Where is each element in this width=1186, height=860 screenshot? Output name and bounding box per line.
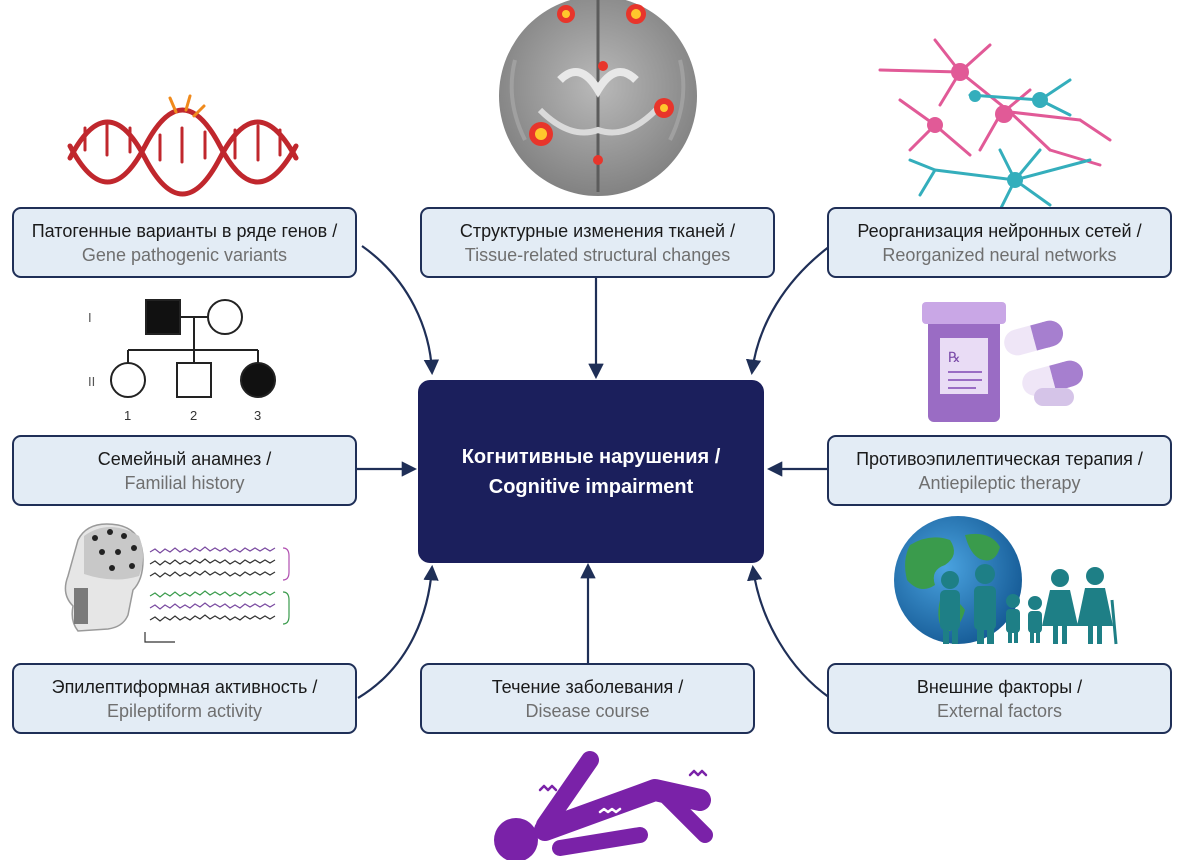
factor-therapy-ru: Противоэпилептическая терапия / [856,448,1143,469]
factor-family-en: Familial history [124,472,245,493]
medication-icon: ℞ [922,302,1084,422]
factor-tissue-ru: Структурные изменения тканей / [459,220,736,241]
factor-course-ru: Течение заболевания / [491,676,684,697]
pedigree-chart [110,299,276,398]
factor-family-ru: Семейный анамнез / [97,448,272,469]
factor-therapy-en: Antiepileptic therapy [918,472,1081,493]
factor-networks-ru: Реорганизация нейронных сетей / [857,220,1142,241]
svg-text:℞: ℞ [948,350,961,366]
pedigree-generation-1: I [88,310,92,325]
arrow-external [747,564,831,699]
factor-external-en: External factors [936,700,1063,721]
brain-scan-icon [499,0,697,196]
factor-eeg-ru: Эпилептиформная активность / [51,676,318,697]
pedigree-individual-1: 1 [124,408,131,423]
factor-course-en: Disease course [525,700,650,721]
factor-tissue: Структурные изменения тканей / Tissue-re… [420,207,775,278]
factor-external: Внешние факторы / External factors [827,663,1172,734]
patient-seizure-icon [494,751,713,860]
center-title-en: Cognitive impairment [488,475,694,498]
factor-course: Течение заболевания / Disease course [420,663,755,734]
center-node-cognitive-impairment: Когнитивные нарушения / Cognitive impair… [418,380,764,563]
pedigree-generation-2: II [88,374,95,389]
factor-genes-ru: Патогенные варианты в ряде генов / [31,220,338,241]
pedigree-individual-2: 2 [190,408,197,423]
factor-networks-en: Reorganized neural networks [882,244,1117,265]
factor-networks: Реорганизация нейронных сетей / Reorgani… [827,207,1172,278]
factor-genes-en: Gene pathogenic variants [81,244,288,265]
factor-external-ru: Внешние факторы / [916,676,1083,697]
factor-therapy: Противоэпилептическая терапия / Antiepil… [827,435,1172,506]
pedigree-individual-3: 3 [254,408,261,423]
arrow-networks [745,245,831,376]
factor-eeg-en: Epileptiform activity [106,700,263,721]
arrow-eeg [357,564,439,699]
factor-family: Семейный анамнез / Familial history [12,435,357,506]
center-title-ru: Когнитивные нарушения / [461,445,721,468]
arrows [357,245,831,699]
arrow-genes [361,245,440,376]
eeg-icon [64,523,290,643]
factor-eeg: Эпилептиформная активность / Epileptifor… [12,663,357,734]
external-factors-icon [894,516,1118,645]
neurons-icon [878,38,1112,212]
factor-genes: Патогенные варианты в ряде генов / Gene … [12,207,357,278]
factor-tissue-en: Tissue-related structural changes [464,244,731,265]
dna-icon [67,94,299,197]
